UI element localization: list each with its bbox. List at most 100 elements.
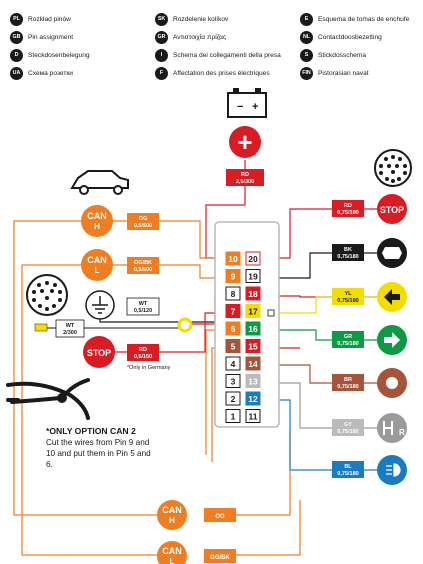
language-code-badge: UA <box>10 67 23 80</box>
pin-number: 7 <box>231 307 236 317</box>
wire-tag-can-l: OG/BK 0,5/500 <box>127 257 159 274</box>
can-h-button: CAN H <box>81 205 113 237</box>
wire-spec: 0,5/500 <box>134 267 152 273</box>
germany-note: *Only in Germany <box>127 365 171 371</box>
can-label: CAN <box>162 546 182 556</box>
wire-spec: 0,5/500 <box>134 223 152 229</box>
fog-light-icon <box>377 238 407 268</box>
wire-code: OG/BK <box>210 555 230 561</box>
legend-text: Stickdosschema <box>318 52 367 59</box>
indicator-right-icon <box>377 325 407 355</box>
wire-spec: 0,75/180 <box>337 341 358 347</box>
can-sub: H <box>94 222 100 231</box>
output-3: YL0,75/180 <box>332 282 407 312</box>
legend-text: Esquema de tomas de enchufe <box>318 16 410 23</box>
pin-number: 4 <box>231 359 236 369</box>
wire-can2-l <box>21 264 164 556</box>
pin-box <box>245 391 261 406</box>
pin-number: 15 <box>248 342 258 352</box>
legend-item: GR Αντιστοιχία πρίζας <box>155 31 226 44</box>
output-7: BL0,75/180 <box>332 455 407 485</box>
note-body: Cut the wires from Pin 9 and 10 and put … <box>46 438 151 469</box>
pin-number: 10 <box>228 254 238 264</box>
legend-text: Αντιστοιχία πρίζας <box>173 34 227 41</box>
pin-number: 12 <box>248 394 258 404</box>
legend-item: FIN Pistorasian navat <box>300 67 369 80</box>
can-sub: L <box>170 557 175 564</box>
pin-12: 12 <box>245 391 261 406</box>
pliers-icon <box>6 378 90 420</box>
wire-tag-ground: WT 0,5/120 <box>126 297 160 316</box>
stop-light-icon: STOP <box>377 194 407 224</box>
pin-number: 9 <box>231 272 236 282</box>
wire-spec: 0,75/180 <box>337 384 358 390</box>
wire-tag-can-h: OG 0,5/500 <box>127 213 159 230</box>
fog-lamp-glyph <box>386 463 401 477</box>
pin-number: 5 <box>231 342 236 352</box>
wire-code: OG/BK <box>134 260 152 266</box>
wire-tag <box>332 374 364 391</box>
legend-item: E Esquema de tomas de enchufe <box>300 13 409 26</box>
pin-5: 5 <box>225 339 241 353</box>
wire-code: RD <box>139 347 147 353</box>
pin-8: 8 <box>225 286 241 301</box>
language-code-badge: SK <box>155 13 168 26</box>
output-4: GR0,75/180 <box>332 325 407 355</box>
ground-icon <box>85 290 115 320</box>
wire-tag <box>332 461 364 478</box>
wire-code: BR <box>344 377 352 383</box>
can-label: CAN <box>162 505 182 515</box>
stop-left-button: STOP <box>83 336 115 368</box>
legend-text: Schema dei collegamenti della presa <box>173 52 281 59</box>
battery-icon: − + <box>227 88 267 118</box>
can-sub: L <box>95 266 100 275</box>
pin-box <box>245 374 261 388</box>
can-label: CAN <box>87 255 107 265</box>
wire-code: RD <box>241 172 249 178</box>
pin-box <box>225 356 241 371</box>
legend-text: Схема розетки <box>28 70 73 77</box>
pin-number: 8 <box>231 289 236 299</box>
pin-box <box>225 374 241 388</box>
tail-light-glyph <box>386 377 398 389</box>
wire-can2-l-right <box>236 500 301 556</box>
pin-box <box>225 339 241 353</box>
pin-box <box>225 286 241 301</box>
pin-box <box>225 269 241 283</box>
pin-box <box>245 339 261 353</box>
legend-text: Pistorasian navat <box>318 70 369 77</box>
legend-text: Rozkład pinów <box>28 16 71 23</box>
pin-box <box>225 321 241 336</box>
arrow-left-glyph <box>384 289 400 305</box>
socket-13pin-icon <box>26 274 68 316</box>
language-code-badge: GR <box>155 31 168 44</box>
wire-spec: 0,5/150 <box>134 354 152 360</box>
wire-spec: 2/300 <box>63 330 77 336</box>
pin-number: 11 <box>249 412 258 422</box>
wire-tag <box>332 419 364 436</box>
wire-code: RD <box>344 203 352 209</box>
pin-number: 14 <box>248 359 258 369</box>
pin-number: 19 <box>248 272 258 282</box>
output-5: BR0,75/180 <box>332 368 407 398</box>
language-code-badge: D <box>10 49 23 62</box>
pin-box <box>245 356 261 371</box>
pin-box <box>245 286 261 301</box>
wire-tag-stop-left: RD 0,5/150 <box>127 344 159 361</box>
pin-box <box>225 409 241 423</box>
pin-9: 9 <box>225 269 241 283</box>
wire-can2-h-right <box>236 430 291 516</box>
legend-text: Contactdoosbezetting <box>318 34 382 41</box>
socket-13pin-icon-right <box>374 149 412 187</box>
wire-tag <box>332 200 364 217</box>
wire-tag-wt-cable: WT 2/300 <box>55 319 85 338</box>
wire-spec: 0,75/180 <box>337 429 358 435</box>
can-l-button: CAN L <box>81 249 113 281</box>
language-code-badge: E <box>300 13 313 26</box>
language-code-badge: FIN <box>300 67 313 80</box>
wire-code: WT <box>139 301 148 307</box>
pin-4: 4 <box>225 356 241 371</box>
